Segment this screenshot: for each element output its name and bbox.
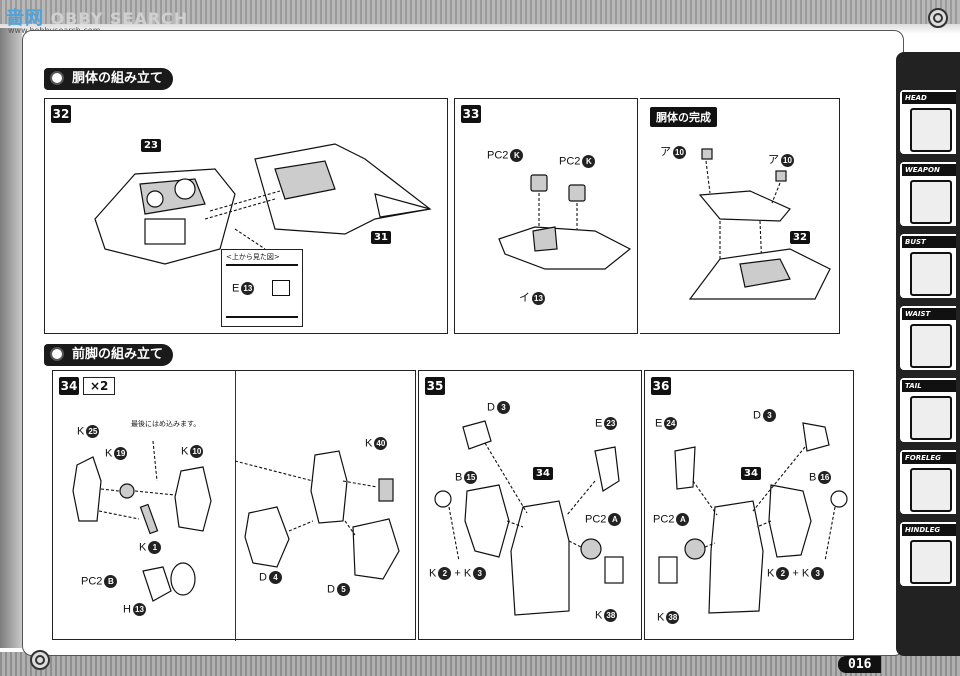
gear-icon	[50, 347, 64, 361]
foreleg-thumbnail-icon	[910, 468, 952, 512]
tab-waist[interactable]: WAIST	[900, 306, 956, 370]
tail-thumbnail-icon	[910, 396, 952, 440]
page-number: 016	[838, 656, 882, 673]
bottom-frame	[0, 652, 960, 676]
tab-head[interactable]: HEAD	[900, 90, 956, 154]
top-frame	[0, 0, 960, 34]
section-header-body: 胴体の組み立て	[44, 68, 174, 90]
hindleg-thumbnail-icon	[910, 540, 952, 584]
part-number: 34	[741, 467, 761, 480]
step-number: 34	[59, 377, 79, 395]
step-36-drawing	[658, 422, 848, 614]
bolt-icon	[30, 650, 50, 670]
section-title: 胴体の組み立て	[72, 71, 164, 86]
left-frame	[0, 28, 22, 648]
section-title: 前脚の組み立て	[72, 347, 164, 362]
section-header-foreleg: 前脚の組み立て	[44, 344, 174, 366]
part-number: 31	[371, 231, 391, 244]
waist-thumbnail-icon	[910, 324, 952, 368]
step-number: 32	[51, 105, 71, 123]
step-35-drawing	[434, 420, 624, 616]
part-number: 32	[790, 231, 810, 244]
note-text: 最後にはめ込みます。	[131, 420, 201, 428]
step-32-drawing	[94, 143, 432, 265]
tab-tail[interactable]: TAIL	[900, 378, 956, 442]
part-index-tabs: HEAD WEAPON BUST WAIST TAIL FORELEG HIND…	[896, 52, 960, 656]
step-34-drawing	[72, 440, 400, 602]
step-33-drawing	[498, 174, 632, 270]
complete-title: 胴体の完成	[650, 107, 717, 127]
tab-bust[interactable]: BUST	[900, 234, 956, 298]
step-number: 33	[461, 105, 481, 123]
part-number: 23	[141, 139, 161, 152]
quantity-badge: ×2	[83, 377, 116, 395]
step-number: 36	[651, 377, 671, 395]
part-number: 34	[533, 467, 553, 480]
tab-hindleg[interactable]: HINDLEG	[900, 522, 956, 586]
bolt-icon	[928, 8, 948, 28]
bust-thumbnail-icon	[910, 252, 952, 296]
inset-title: <上から見た図>	[226, 253, 280, 261]
complete-drawing	[688, 148, 831, 300]
weapon-thumbnail-icon	[910, 180, 952, 224]
step-number: 35	[425, 377, 445, 395]
head-thumbnail-icon	[910, 108, 952, 152]
watermark: 啬网 OBBY SEARCH	[6, 8, 189, 29]
tab-foreleg[interactable]: FORELEG	[900, 450, 956, 514]
gear-icon	[50, 71, 64, 85]
tab-weapon[interactable]: WEAPON	[900, 162, 956, 226]
